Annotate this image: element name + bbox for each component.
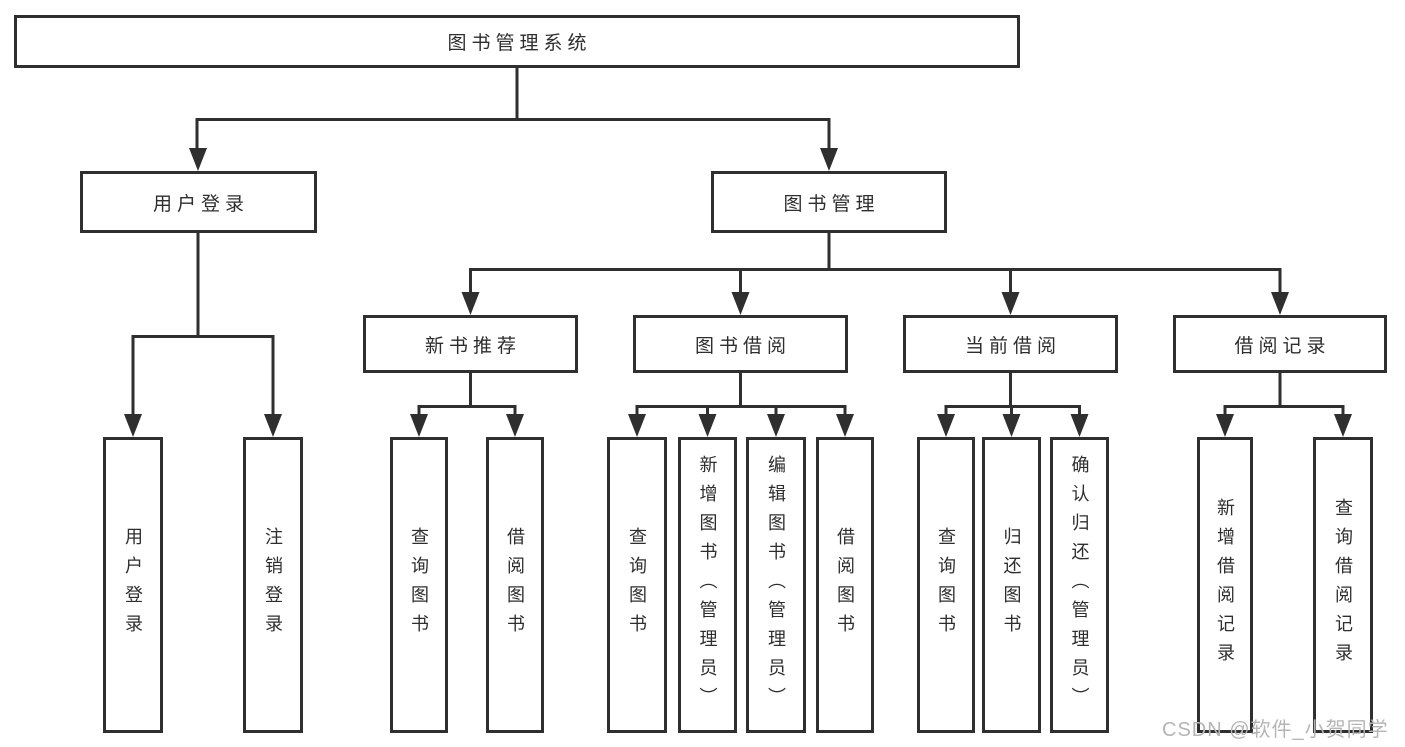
col-logout: 注销登录 bbox=[243, 437, 303, 733]
col-return-book: 归还图书 bbox=[982, 437, 1041, 733]
col-user-login: 用户登录 bbox=[103, 437, 163, 733]
node-user-login: 用户登录 bbox=[80, 171, 317, 233]
arrowheads bbox=[124, 148, 1352, 437]
col-query-books-borrow: 查询图书 bbox=[607, 437, 667, 733]
node-book-borrow: 图书借阅 bbox=[633, 315, 848, 373]
col-confirm-return-admin: 确认归还（管理员） bbox=[1050, 437, 1109, 733]
col-edit-book-admin-label: 编辑图书（管理员） bbox=[766, 454, 786, 716]
col-query-books-current: 查询图书 bbox=[917, 437, 975, 733]
col-add-borrow-record: 新增借阅记录 bbox=[1197, 437, 1253, 733]
col-add-borrow-record-label: 新增借阅记录 bbox=[1215, 498, 1235, 672]
node-root: 图书管理系统 bbox=[14, 15, 1020, 68]
node-current-borrow: 当前借阅 bbox=[903, 315, 1118, 373]
col-edit-book-admin: 编辑图书（管理员） bbox=[746, 437, 806, 733]
col-add-book-admin-label: 新增图书（管理员） bbox=[697, 454, 718, 716]
col-user-login-label: 用户登录 bbox=[123, 527, 143, 643]
col-add-book-admin: 新增图书（管理员） bbox=[678, 437, 737, 733]
col-query-borrow-record-label: 查询借阅记录 bbox=[1333, 498, 1353, 672]
col-borrow-books-recommend: 借阅图书 bbox=[486, 437, 544, 733]
col-query-borrow-record: 查询借阅记录 bbox=[1313, 437, 1373, 733]
col-query-books-recommend-label: 查询图书 bbox=[409, 527, 429, 643]
watermark: CSDN @软件_小贺同学 bbox=[1162, 719, 1389, 741]
col-borrow-books-recommend-label: 借阅图书 bbox=[505, 527, 525, 643]
node-borrow-records: 借阅记录 bbox=[1173, 315, 1387, 373]
col-query-books-current-label: 查询图书 bbox=[936, 527, 956, 643]
col-return-book-label: 归还图书 bbox=[1001, 527, 1022, 643]
col-logout-label: 注销登录 bbox=[263, 527, 283, 643]
node-new-book-recommend: 新书推荐 bbox=[363, 315, 578, 373]
col-borrow-books-label: 借阅图书 bbox=[835, 527, 855, 643]
col-borrow-books: 借阅图书 bbox=[816, 437, 874, 733]
node-book-management: 图书管理 bbox=[711, 171, 947, 233]
col-query-books-recommend: 查询图书 bbox=[390, 437, 448, 733]
col-confirm-return-admin-label: 确认归还（管理员） bbox=[1069, 454, 1090, 716]
col-query-books-borrow-label: 查询图书 bbox=[627, 527, 647, 643]
